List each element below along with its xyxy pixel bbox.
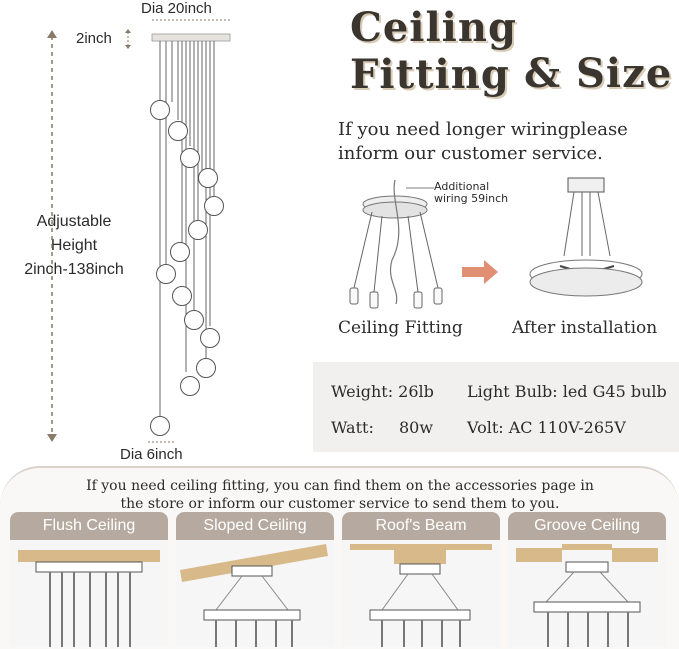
accessory-note-line2: the store or inform our customer service… [120,496,560,512]
bottom-diameter-label: Dia 6inch [120,446,183,463]
accessory-note: If you need ceiling fitting, you can fin… [40,477,640,513]
canopy-height-label: 2inch [76,30,112,47]
tab-sloped-ceiling: Sloped Ceiling [176,512,334,540]
accessory-note-line1: If you need ceiling fitting, you can fin… [86,478,594,494]
page-title-line2: & Size [524,50,673,97]
tab-groove-ceiling: Groove Ceiling [508,512,666,540]
page-title-line1: Ceiling Fitting [350,4,517,98]
wiring-note-line1: If you need longer wiringplease [338,119,628,140]
spec-bulb: Light Bulb: led G45 bulb [467,382,667,401]
adjustable-line1: Adjustable [36,213,112,230]
ceiling-fitting-illustration [349,179,443,309]
panel-roofs-beam: Roof's Beam [342,512,500,647]
adjustable-line2: Height [50,237,98,254]
wiring-pointer [406,187,434,189]
sloped-ceiling-illustration [180,544,328,647]
flush-ceiling-illustration [18,550,160,647]
spec-volt: Volt: AC 110V-265V [467,418,626,437]
panel-flush-ceiling: Flush Ceiling [10,512,168,647]
top-diameter-label: Dia 20inch [141,0,212,17]
roofs-beam-illustration [350,544,492,647]
tab-roofs-beam: Roof's Beam [342,512,500,540]
caption-ceiling-fitting: Ceiling Fitting [338,318,463,338]
additional-wiring-label: Additional wiring 59inch [434,181,508,205]
wiring-note: If you need longer wiringplease inform o… [338,118,678,166]
spec-watt-value: 80w [399,418,434,437]
spec-box: Weight: 26lb Light Bulb: led G45 bulb Wa… [313,362,679,452]
adjustable-height-label: Adjustable Height 2inch-138inch [4,210,144,282]
wiring-note-line2: inform our customer service. [338,143,603,164]
panel-sloped-ceiling: Sloped Ceiling [176,512,334,647]
additional-wiring-line2: wiring 59inch [434,192,509,205]
tab-flush-ceiling: Flush Ceiling [10,512,168,540]
groove-ceiling-illustration [516,544,658,647]
spec-weight: Weight: 26lb [331,382,434,401]
spec-watt-label: Watt: [331,418,374,437]
additional-wiring-line1: Additional [434,180,490,193]
arrow-right-icon [462,260,498,284]
panel-groove-ceiling: Groove Ceiling [508,512,666,647]
chandelier-illustration [47,19,232,443]
after-installation-illustration [529,177,643,297]
caption-after-installation: After installation [512,318,658,338]
adjustable-line3: 2inch-138inch [24,261,124,278]
